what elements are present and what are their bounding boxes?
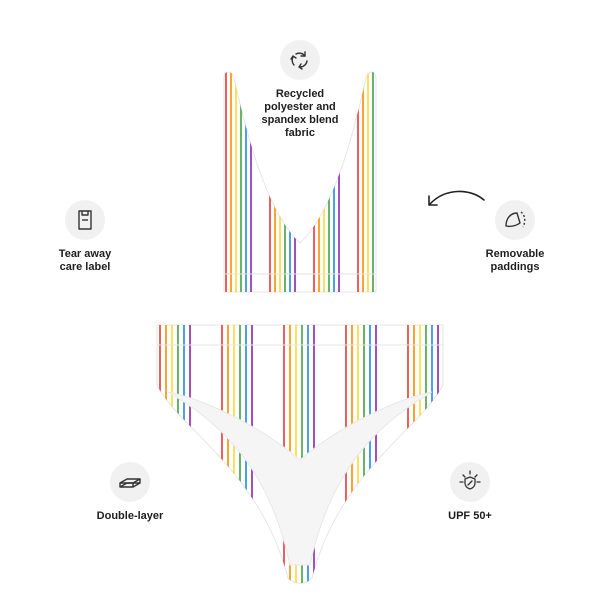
- care-label-icon: [65, 200, 105, 240]
- feature-recycled: Recycled polyester and spandex blend fab…: [245, 40, 355, 140]
- recycle-icon: [280, 40, 320, 80]
- feature-removable-paddings: Removable paddings: [470, 200, 560, 274]
- feature-upf: UPF 50+: [425, 462, 515, 523]
- feature-double-layer: Double-layer: [85, 462, 175, 523]
- feature-upf-label: UPF 50+: [448, 510, 492, 522]
- double-layer-icon: [110, 462, 150, 502]
- padding-icon: [495, 200, 535, 240]
- feature-tear-away-label: Tear away care label: [58, 248, 112, 273]
- feature-removable-label: Removable paddings: [485, 248, 545, 273]
- feature-double-layer-label: Double-layer: [96, 510, 164, 522]
- sun-shield-icon: [450, 462, 490, 502]
- bikini-bottom: [156, 324, 444, 584]
- feature-tear-away: Tear away care label: [40, 200, 130, 274]
- arrow-icon: [428, 190, 485, 206]
- feature-recycled-label: Recycled polyester and spandex blend fab…: [261, 88, 339, 139]
